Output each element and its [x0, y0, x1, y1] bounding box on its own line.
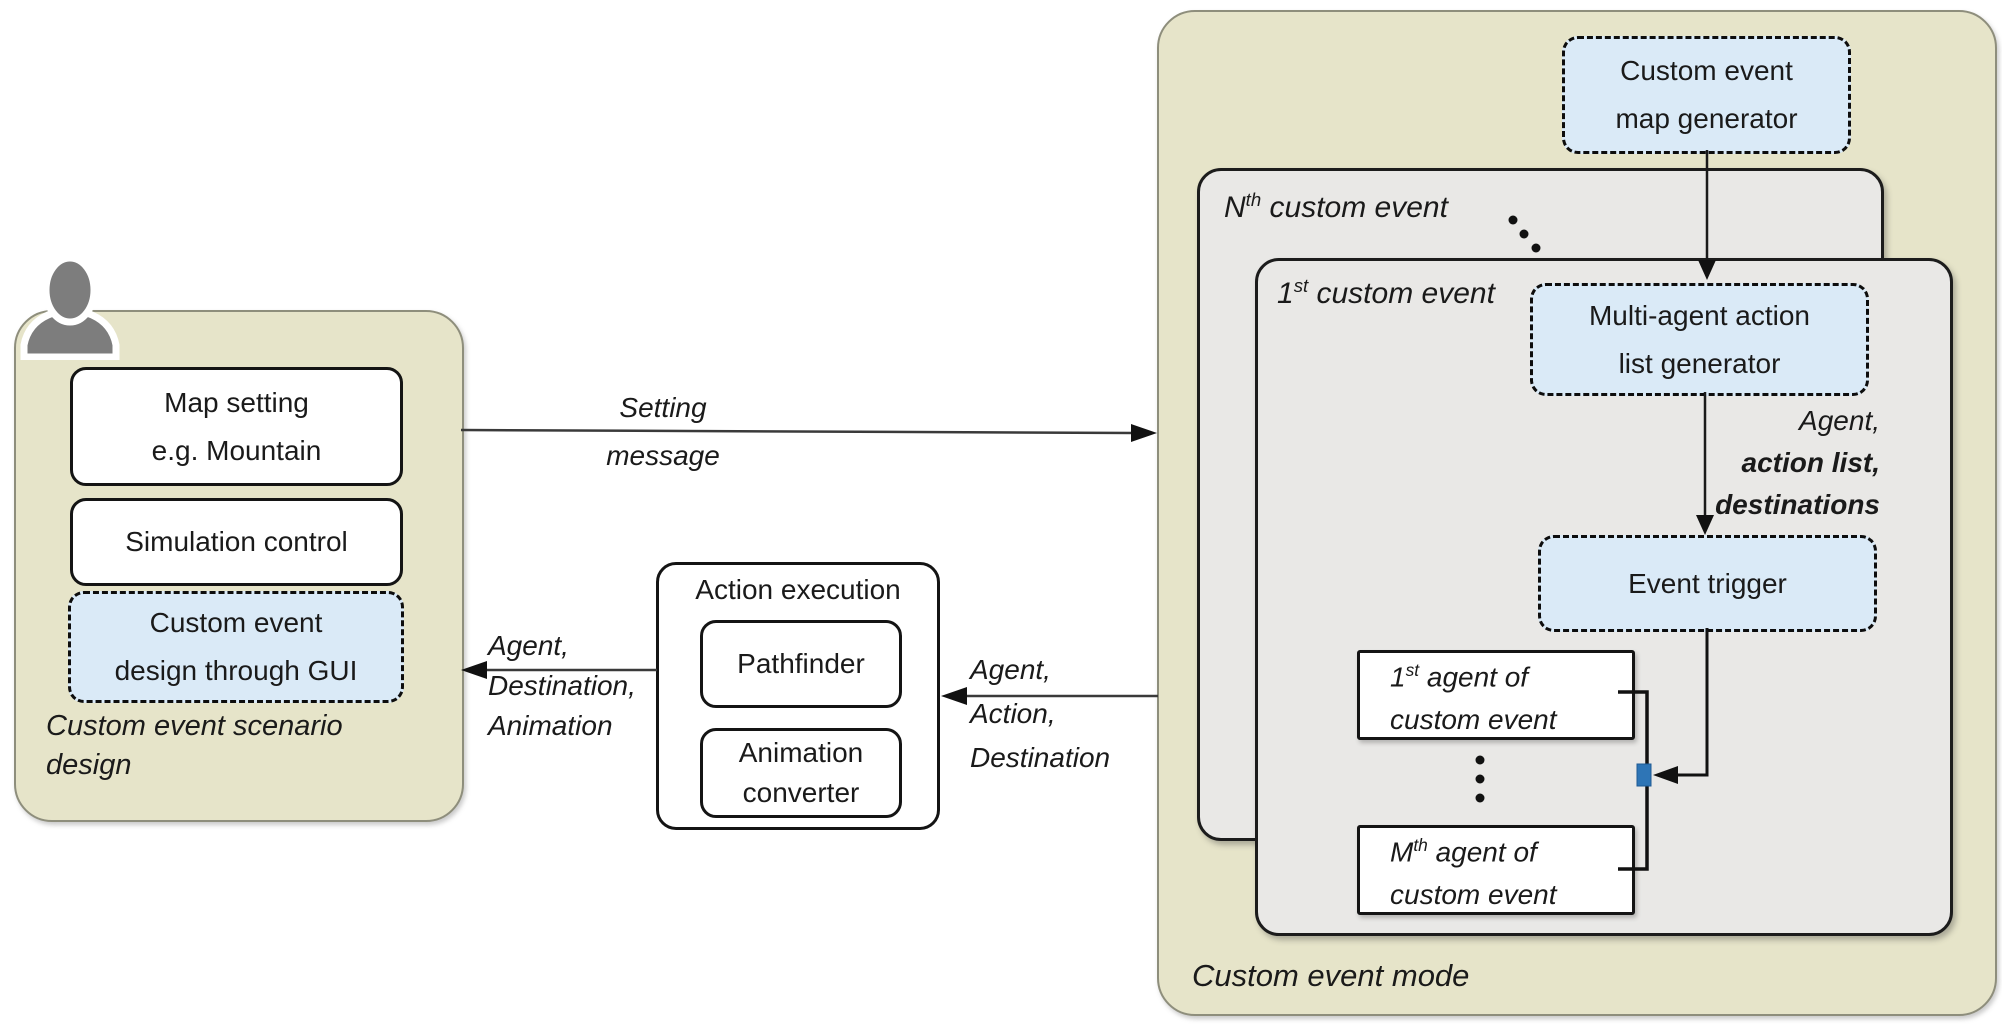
multi-agent-action-list-generator-box: Multi-agent action list generator	[1530, 283, 1869, 396]
right-panel-caption: Custom event mode	[1192, 958, 1470, 993]
simulation-control-box: Simulation control	[70, 498, 403, 586]
multi-agent-line1: Multi-agent action	[1588, 299, 1810, 331]
left-panel-caption: Custom event scenario design	[46, 710, 343, 781]
map-generator-line2: map generator	[1615, 103, 1798, 134]
map-setting-line1: Map setting	[164, 386, 309, 418]
user-person-icon	[20, 254, 120, 360]
simulation-control-label: Simulation control	[125, 526, 348, 557]
setting-message-arrow	[460, 424, 1157, 442]
custom-event-gui-box: Custom event design through GUI	[68, 591, 404, 703]
agent-action-destination-label: Agent, Action, Destination	[970, 654, 1111, 773]
custom-event-map-generator-box: Custom event map generator	[1562, 36, 1851, 154]
mth-agent-box: Mth agent of custom event	[1357, 825, 1635, 915]
custom-event-gui-line2: design through GUI	[114, 655, 358, 686]
animation-converter-line2: converter	[742, 777, 860, 808]
multi-agent-line2: list generator	[1618, 347, 1781, 379]
agent-destination-animation-label: Agent, Destination, Animation	[488, 630, 636, 741]
pathfinder-label: Pathfinder	[737, 648, 865, 679]
agent-action-list-destinations-label: Agent, action list, destinations	[1715, 405, 1880, 520]
map-setting-line2: e.g. Mountain	[151, 434, 322, 466]
custom-event-gui-line1: Custom event	[149, 607, 323, 638]
action-execution-title: Action execution	[695, 574, 901, 605]
event-trigger-box: Event trigger	[1538, 535, 1877, 632]
event-trigger-label: Event trigger	[1628, 567, 1787, 599]
pathfinder-box: Pathfinder	[700, 620, 902, 708]
animation-converter-box: Animation converter	[700, 728, 902, 818]
map-setting-box: Map setting e.g. Mountain	[70, 367, 403, 486]
nth-custom-event-label: Nth custom event	[1224, 189, 1448, 224]
first-agent-box: 1st agent of custom event	[1357, 650, 1635, 740]
setting-message-label: Setting message	[606, 392, 720, 471]
first-custom-event-label: 1st custom event	[1277, 275, 1495, 310]
animation-converter-line1: Animation	[738, 737, 864, 768]
map-generator-line1: Custom event	[1620, 55, 1793, 86]
